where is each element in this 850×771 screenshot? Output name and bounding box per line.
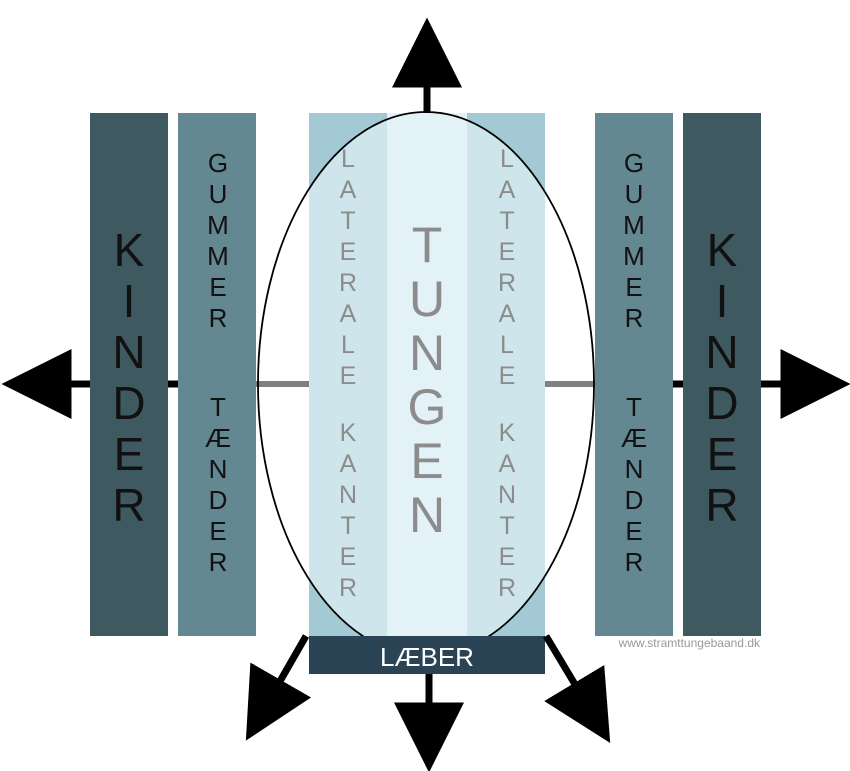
lateral-letter: N bbox=[498, 481, 516, 509]
lateral-letter: T bbox=[499, 512, 514, 540]
gum-letter: E bbox=[625, 272, 642, 302]
lateral-letter: R bbox=[339, 269, 357, 297]
lateral-letter: T bbox=[340, 207, 355, 235]
lateral-letter: R bbox=[498, 269, 516, 297]
gum-letter: N bbox=[625, 454, 644, 484]
lateral-letter: K bbox=[499, 419, 516, 447]
gum-letter: D bbox=[625, 485, 644, 515]
lateral-letter: E bbox=[340, 238, 357, 266]
gum-letter: M bbox=[623, 241, 645, 271]
down-right-arrow bbox=[542, 634, 611, 744]
center-inner bbox=[387, 113, 467, 636]
gum-letter: E bbox=[625, 516, 642, 546]
tongue-letter: G bbox=[408, 379, 447, 435]
gum-letter: U bbox=[625, 179, 644, 209]
lateral-letter: E bbox=[499, 238, 516, 266]
gum-letter: R bbox=[209, 547, 228, 577]
watermark: www.stramttungebaand.dk bbox=[618, 636, 761, 650]
gum-letter: D bbox=[209, 485, 228, 515]
gum-letter: T bbox=[626, 392, 642, 422]
cheek-letter: I bbox=[716, 275, 729, 327]
lateral-letter: L bbox=[500, 331, 514, 359]
gum-letter: R bbox=[625, 547, 644, 577]
lateral-letter: A bbox=[499, 300, 516, 328]
tongue-letter: N bbox=[409, 487, 445, 543]
lateral-letter: R bbox=[339, 574, 357, 602]
cheek-letter: N bbox=[112, 326, 145, 378]
cheek-letter: E bbox=[707, 428, 738, 480]
gum-letter: N bbox=[209, 454, 228, 484]
gum-letter: M bbox=[623, 210, 645, 240]
cheek-letter: R bbox=[112, 479, 145, 531]
lateral-letter: N bbox=[339, 481, 357, 509]
tongue-letter: N bbox=[409, 325, 445, 381]
gum-letter: G bbox=[624, 148, 644, 178]
left-lateral-inner bbox=[309, 113, 387, 636]
lateral-letter: L bbox=[341, 331, 355, 359]
gum-letter: R bbox=[209, 303, 228, 333]
gum-letter: G bbox=[208, 148, 228, 178]
gum-letter: T bbox=[210, 392, 226, 422]
lateral-letter: T bbox=[499, 207, 514, 235]
cheek-letter: N bbox=[705, 326, 738, 378]
lateral-letter: T bbox=[340, 512, 355, 540]
cheek-letter: K bbox=[707, 224, 738, 276]
left-cheek-column bbox=[90, 113, 168, 636]
lateral-letter: A bbox=[499, 450, 516, 478]
gum-letter: M bbox=[207, 241, 229, 271]
gum-letter: Æ bbox=[621, 423, 647, 453]
lateral-letter: L bbox=[500, 145, 514, 173]
tongue-letter: U bbox=[409, 271, 445, 327]
lateral-letter: E bbox=[340, 543, 357, 571]
tongue-letter: E bbox=[410, 433, 443, 489]
lateral-letter: E bbox=[499, 543, 516, 571]
cheek-letter: R bbox=[705, 479, 738, 531]
right-cheek-column bbox=[683, 113, 761, 636]
lateral-letter: A bbox=[340, 176, 357, 204]
cheek-letter: K bbox=[114, 224, 145, 276]
lateral-letter: A bbox=[499, 176, 516, 204]
gum-letter: U bbox=[209, 179, 228, 209]
cheek-letter: I bbox=[123, 275, 136, 327]
lateral-letter: A bbox=[340, 300, 357, 328]
lateral-letter: E bbox=[499, 362, 516, 390]
lips-label: LÆBER bbox=[380, 642, 474, 672]
gum-letter: Æ bbox=[205, 423, 231, 453]
cheek-letter: E bbox=[114, 428, 145, 480]
tongue-letter: T bbox=[412, 217, 443, 273]
gum-letter: E bbox=[209, 516, 226, 546]
lateral-letter: K bbox=[340, 419, 357, 447]
gum-letter: R bbox=[625, 303, 644, 333]
down-left-arrow bbox=[245, 634, 312, 741]
cheek-letter: D bbox=[705, 377, 738, 429]
gum-letter: E bbox=[209, 272, 226, 302]
left-gum-column bbox=[178, 113, 256, 636]
right-lateral-inner bbox=[467, 113, 545, 636]
lateral-letter: A bbox=[340, 450, 357, 478]
lateral-letter: R bbox=[498, 574, 516, 602]
gum-letter: M bbox=[207, 210, 229, 240]
lips-bar bbox=[309, 636, 545, 674]
lateral-letter: L bbox=[341, 145, 355, 173]
lateral-letter: E bbox=[340, 362, 357, 390]
cheek-letter: D bbox=[112, 377, 145, 429]
right-gum-column bbox=[595, 113, 673, 636]
